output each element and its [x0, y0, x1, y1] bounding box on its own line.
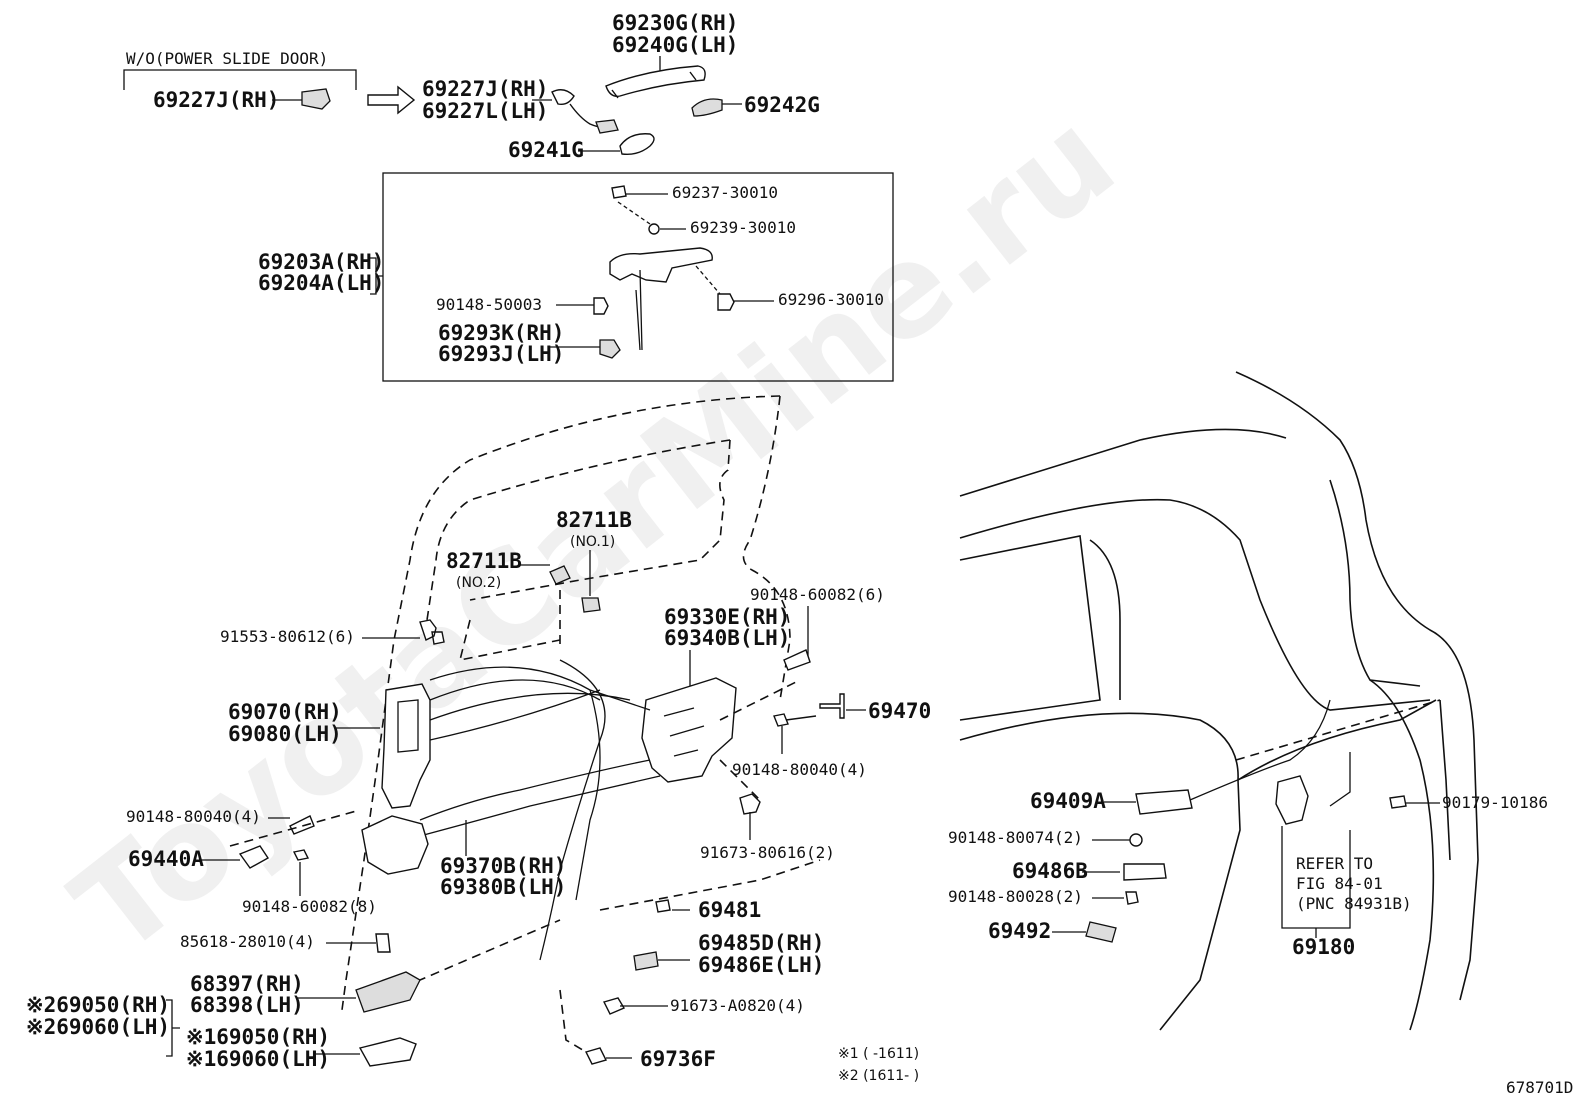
label-69227L-lh: 69227L(LH)	[422, 99, 548, 123]
label-91673-A0820: 91673-A0820(4)	[670, 996, 805, 1015]
label-69486B: 69486B	[1012, 859, 1088, 883]
label-69060-lh-2: ※269060(LH)	[26, 1015, 170, 1039]
label-69227J-rh: 69227J(RH)	[422, 77, 548, 101]
part-striker	[238, 845, 270, 869]
refer-line-1: REFER TO	[1296, 854, 1373, 873]
label-69736F: 69736F	[640, 1047, 716, 1071]
label-68397-rh: 68397(RH)	[190, 972, 304, 996]
arrow-icon	[367, 85, 416, 115]
label-69239: 69239-30010	[690, 218, 796, 237]
vehicle-body-outline	[959, 371, 1479, 1031]
label-82711B-no2: 82711B	[446, 549, 522, 573]
label-69485D-rh: 69485D(RH)	[698, 931, 824, 955]
label-69481: 69481	[698, 898, 761, 922]
label-68398-lh: 68398(LH)	[190, 993, 304, 1017]
note-1: ※1 ( -1611)	[838, 1046, 919, 1062]
label-82711B-no1-sub: (NO.1)	[570, 534, 615, 550]
label-82711B-no1: 82711B	[556, 508, 632, 532]
label-69230G-rh: 69230G(RH)	[612, 11, 738, 35]
label-69242G: 69242G	[744, 93, 820, 117]
wo-power-slide-door-label: W/O(POWER SLIDE DOOR)	[126, 49, 328, 68]
part-back-door-latch	[1275, 775, 1309, 825]
label-69180: 69180	[1292, 935, 1355, 959]
part-68397-cover	[355, 971, 421, 1013]
part-69242G-cover	[691, 98, 723, 117]
label-69241G: 69241G	[508, 138, 584, 162]
part-outer-handle	[605, 65, 706, 97]
label-69330E-rh: 69330E(RH)	[664, 605, 790, 629]
label-69492: 69492	[988, 919, 1051, 943]
label-90148-80074: 90148-80074(2)	[948, 828, 1083, 847]
label-90148-60082-8: 90148-60082(8)	[242, 897, 377, 916]
label-69050-rh-2: ※269050(RH)	[26, 993, 170, 1017]
label-91553: 91553-80612(6)	[220, 627, 355, 646]
refer-line-2: FIG 84-01	[1296, 874, 1383, 893]
label-69470: 69470	[868, 699, 931, 723]
label-90148-80028: 90148-80028(2)	[948, 887, 1083, 906]
label-85618: 85618-28010(4)	[180, 932, 315, 951]
label-69293K-rh: 69293K(RH)	[438, 321, 564, 345]
label-69070-rh: 69070(RH)	[228, 700, 342, 724]
label-69204A-lh: 69204A(LH)	[258, 271, 384, 295]
part-69409A-handle	[1135, 789, 1193, 815]
part-actuator	[381, 683, 431, 809]
part-69227J-cap	[301, 88, 331, 110]
part-handle-frame	[609, 247, 713, 283]
label-69409A: 69409A	[1030, 789, 1106, 813]
handle-frame-box	[382, 172, 894, 382]
label-69203A-rh: 69203A(RH)	[258, 250, 384, 274]
label-69296: 69296-30010	[778, 290, 884, 309]
label-69440A: 69440A	[128, 847, 204, 871]
part-69241G-pad	[619, 133, 655, 156]
label-69240G-lh: 69240G(LH)	[612, 33, 738, 57]
diagram-id: 678701D	[1506, 1078, 1573, 1097]
label-69380B-lh: 69380B(LH)	[440, 875, 566, 899]
label-69237: 69237-30010	[672, 183, 778, 202]
label-90148-60082-6: 90148-60082(6)	[750, 585, 885, 604]
label-69293J-lh: 69293J(LH)	[438, 342, 564, 366]
label-69486E-lh: 69486E(LH)	[698, 953, 824, 977]
wo-power-slide-door-group: W/O(POWER SLIDE DOOR) 69227J(RH)	[123, 49, 357, 112]
label-69227J-rh-single: 69227J(RH)	[153, 88, 279, 112]
refer-line-3: (PNC 84931B)	[1296, 894, 1412, 913]
label-90179: 90179-10186	[1442, 793, 1548, 812]
label-82711B-no2-sub: (NO.2)	[456, 575, 501, 591]
label-91673-80616: 91673-80616(2)	[700, 843, 835, 862]
part-lower-roller	[358, 1037, 417, 1067]
label-69340B-lh: 69340B(LH)	[664, 626, 790, 650]
label-69370B-rh: 69370B(RH)	[440, 854, 566, 878]
label-90148-80040-4-left: 90148-80040(4)	[126, 807, 261, 826]
label-69050-rh-1: ※169050(RH)	[186, 1025, 330, 1049]
label-69060-lh-1: ※169060(LH)	[186, 1047, 330, 1071]
part-lower-lock	[361, 815, 429, 875]
label-90148-50003: 90148-50003	[436, 295, 542, 314]
note-2: ※2 (1611- )	[838, 1068, 919, 1084]
label-69080-lh: 69080(LH)	[228, 722, 342, 746]
label-90148-80040-4-right: 90148-80040(4)	[732, 760, 867, 779]
